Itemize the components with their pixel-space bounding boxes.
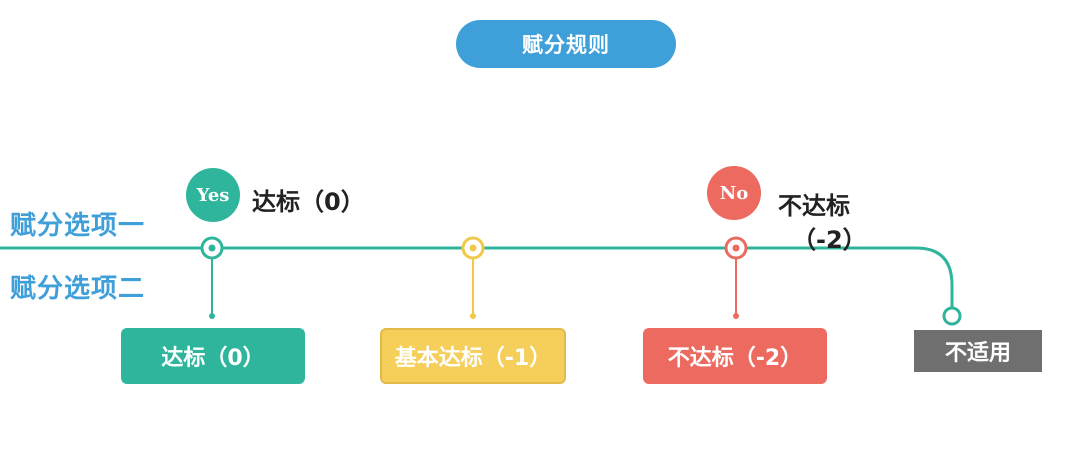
option-one-label: 赋分选项一 bbox=[10, 211, 146, 241]
option-two-label: 赋分选项二 bbox=[10, 274, 146, 304]
box-fail: 不达标（-2） bbox=[643, 328, 827, 384]
box-pass: 达标（0） bbox=[121, 328, 305, 384]
connector-basic-dot bbox=[470, 313, 476, 319]
top-label-pass: 达标（0） bbox=[252, 188, 365, 216]
box-basic-pass: 基本达标（-1） bbox=[380, 328, 566, 384]
node-na bbox=[942, 306, 962, 326]
node-basic-core bbox=[469, 244, 477, 252]
node-fail-core bbox=[732, 244, 740, 252]
page-title: 赋分规则 bbox=[456, 20, 676, 68]
no-badge: No bbox=[707, 166, 761, 220]
connector-fail-dot bbox=[733, 313, 739, 319]
top-label-fail-line1: 不达标 bbox=[778, 192, 850, 220]
top-label-fail-line2: （-2） bbox=[792, 226, 867, 254]
node-pass-core bbox=[208, 244, 216, 252]
box-not-applicable: 不适用 bbox=[914, 330, 1042, 372]
yes-badge: Yes bbox=[186, 168, 240, 222]
timeline-line bbox=[0, 246, 954, 316]
connector-pass-dot bbox=[209, 313, 215, 319]
